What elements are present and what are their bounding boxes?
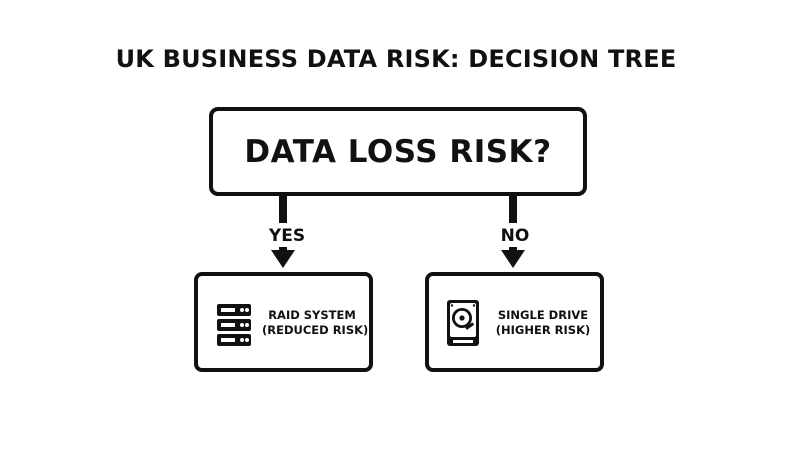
- no-arrow-head: [501, 250, 525, 268]
- outcome-single-label: SINGLE DRIVE (HIGHER RISK): [495, 308, 591, 338]
- no-arrow-shaft-lower: [509, 247, 517, 253]
- yes-arrow-head: [271, 250, 295, 268]
- no-arrow-shaft: [509, 193, 517, 223]
- outcome-raid-line2: (REDUCED RISK): [262, 323, 369, 337]
- server-rack-icon: [217, 304, 251, 346]
- hard-drive-icon: [447, 300, 479, 346]
- question-text: DATA LOSS RISK?: [244, 133, 552, 170]
- branch-label-yes: YES: [263, 226, 311, 246]
- outcome-raid-system: RAID SYSTEM (REDUCED RISK): [194, 272, 373, 372]
- yes-arrow-shaft-lower: [279, 247, 287, 253]
- question-node: DATA LOSS RISK?: [209, 107, 587, 196]
- yes-arrow-shaft: [279, 193, 287, 223]
- outcome-single-drive: SINGLE DRIVE (HIGHER RISK): [425, 272, 604, 372]
- diagram-title: UK BUSINESS DATA RISK: DECISION TREE: [115, 45, 677, 73]
- branch-label-no: NO: [493, 226, 537, 246]
- outcome-single-line2: (HIGHER RISK): [495, 323, 591, 337]
- outcome-raid-label: RAID SYSTEM (REDUCED RISK): [262, 308, 369, 338]
- outcome-single-line1: SINGLE DRIVE: [497, 308, 589, 322]
- outcome-raid-line1: RAID SYSTEM: [268, 308, 356, 322]
